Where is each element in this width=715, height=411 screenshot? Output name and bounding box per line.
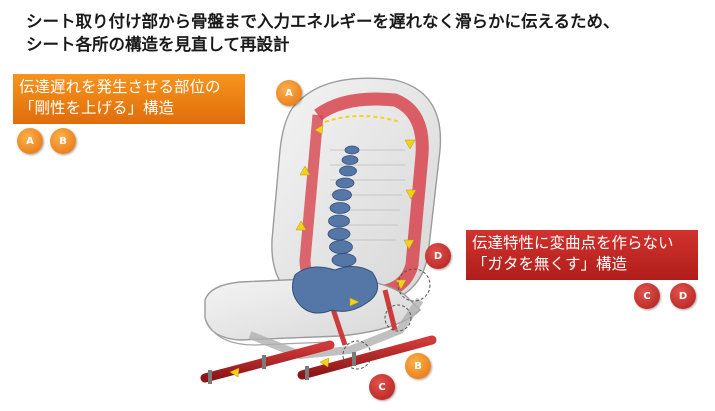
marker-b: B [405, 353, 431, 379]
spine [327, 145, 360, 267]
seat-mechanism [248, 297, 424, 360]
marker-c: C [369, 374, 395, 400]
highlight-circle-d [397, 268, 431, 302]
marker-a: A [276, 80, 302, 106]
callout-no-play-line1: 伝達特性に変曲点を作らない [472, 234, 674, 252]
marker-d: D [425, 243, 451, 269]
callout-no-play-line2: 「ガタを無くす」構造 [472, 255, 628, 273]
callout-no-play: 伝達特性に変曲点を作らない 「ガタを無くす」構造 [466, 230, 698, 280]
callout-stiffness-line2: 「剛性を上げる」構造 [19, 99, 175, 117]
badge-d: D [670, 283, 696, 309]
badge-a: A [17, 128, 43, 154]
seat-cushion-front [204, 317, 331, 346]
callout-stiffness: 伝達遅れを発生させる部位の 「剛性を上げる」構造 [13, 74, 245, 124]
badge-c: C [634, 283, 660, 309]
rail-left [200, 340, 335, 383]
headline-line-1: シート取り付け部から骨盤まで入力エネルギーを遅れなく滑らかに伝えるため、 [26, 12, 620, 31]
headline: シート取り付け部から骨盤まで入力エネルギーを遅れなく滑らかに伝えるため、 シート… [26, 10, 706, 56]
flow-path-top [324, 115, 401, 123]
badge-b: B [50, 128, 76, 154]
headline-line-2: シート各所の構造を見直して再設計 [26, 35, 290, 54]
rail-right [297, 335, 437, 380]
highlight-circle-c [342, 340, 372, 370]
callout-stiffness-line1: 伝達遅れを発生させる部位の [19, 78, 221, 96]
highlight-circle-b [384, 304, 412, 332]
rail-bolts [208, 352, 356, 384]
